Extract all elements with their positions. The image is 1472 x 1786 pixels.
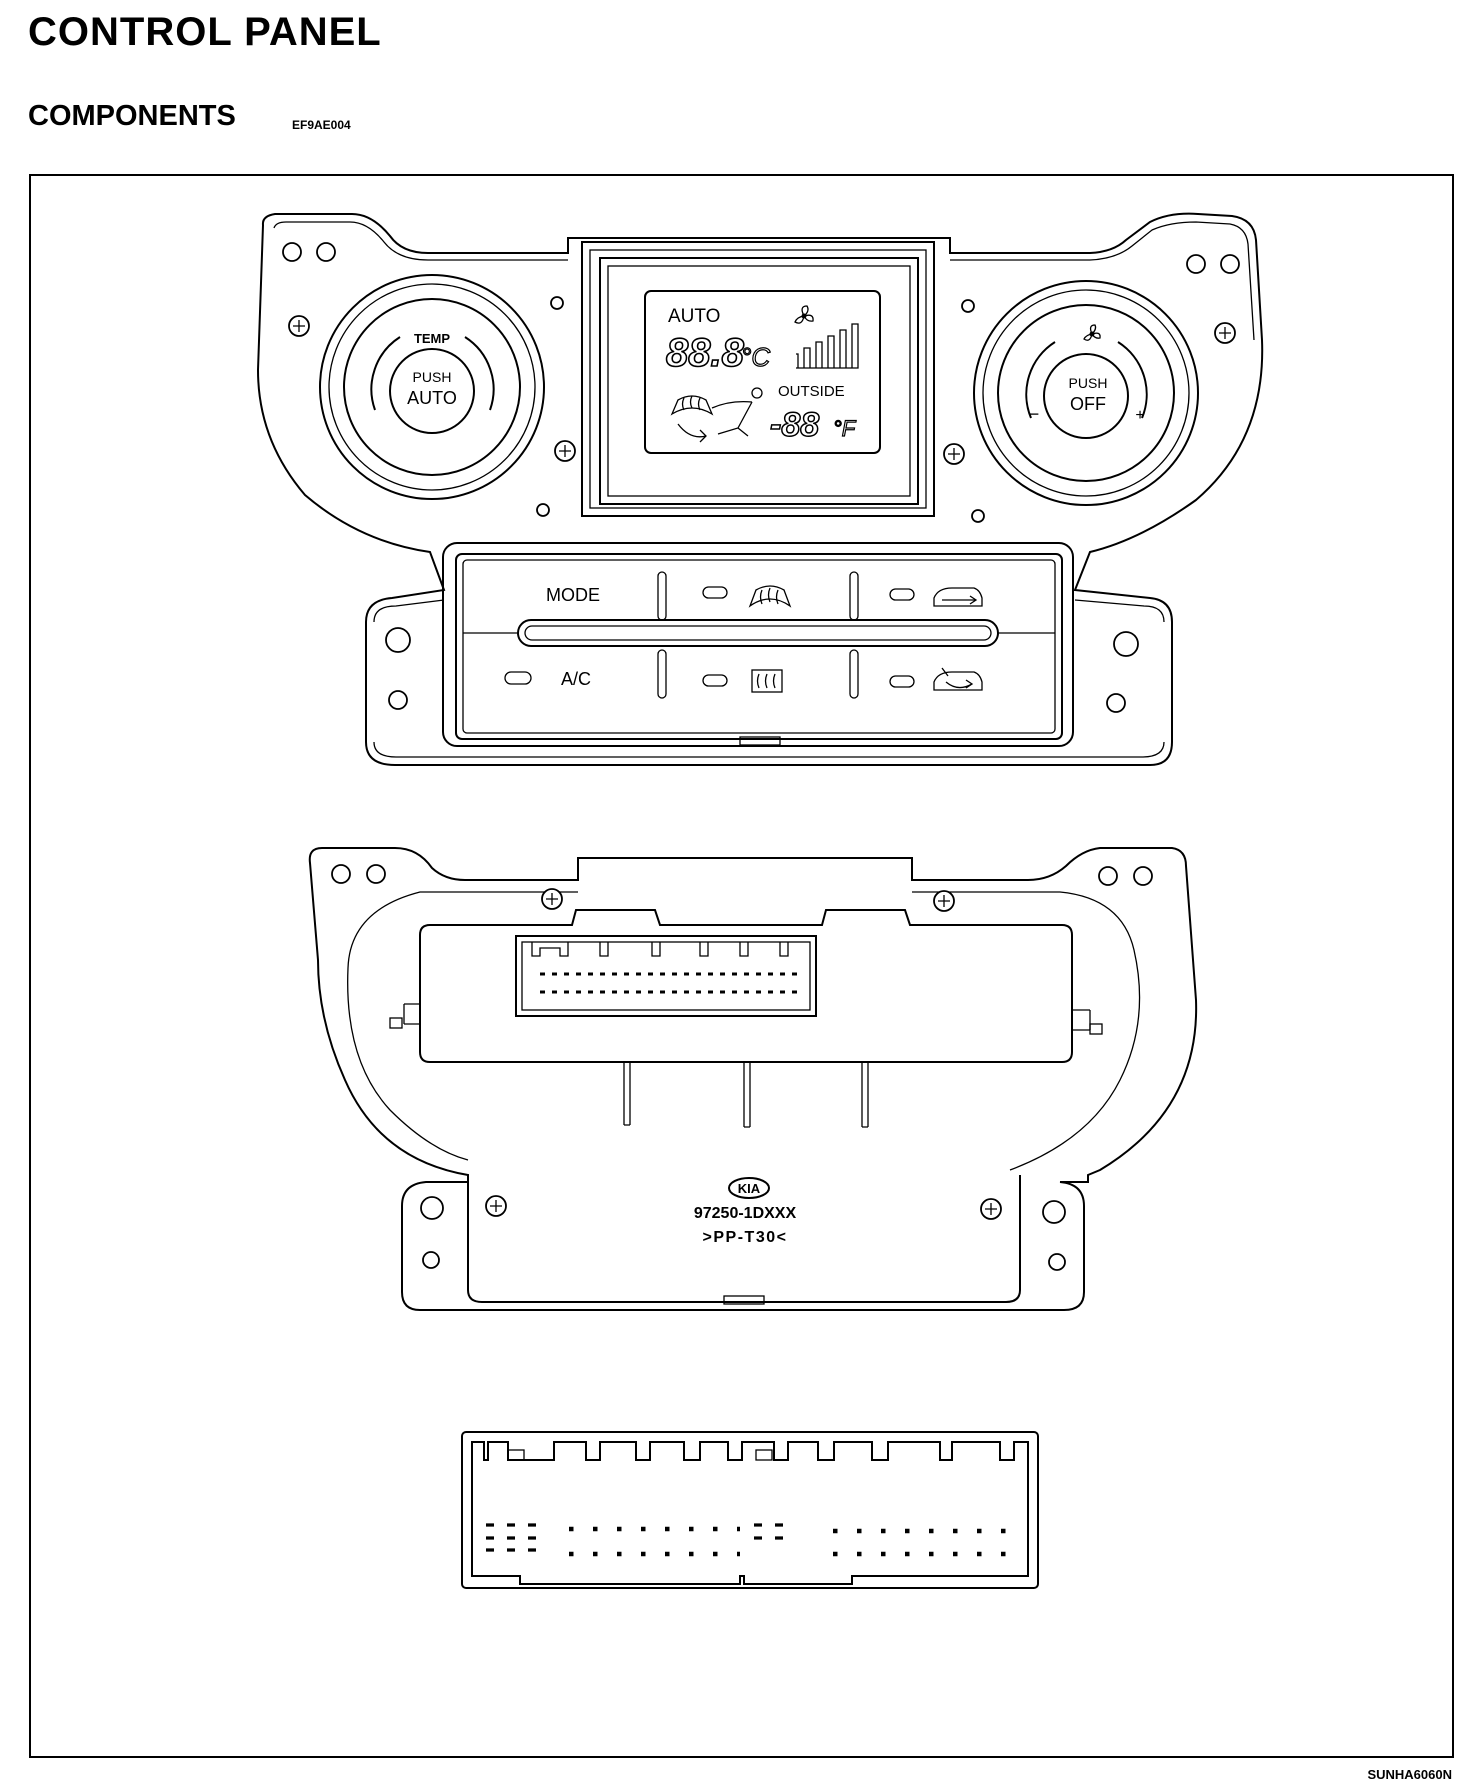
display-temp-digits: 88.8: [666, 331, 745, 375]
fan-speed-bars-icon: [796, 323, 859, 369]
display-auto: AUTO: [668, 306, 720, 327]
recirculation-button[interactable]: [889, 667, 983, 691]
seated-person-airflow-icon: [677, 387, 763, 443]
screw-icon: [288, 315, 310, 337]
display-outside-digits: -88: [770, 406, 819, 444]
pin-row-bottom: [486, 1536, 1007, 1557]
recirculation-icon: [933, 667, 983, 691]
button-separators: [657, 571, 859, 699]
temp-label: TEMP: [414, 331, 450, 346]
mount-hole: [282, 242, 302, 262]
mount-hole: [1098, 866, 1118, 886]
mount-hole: [422, 1251, 440, 1269]
mount-hole: [550, 296, 564, 310]
mount-hole: [1042, 1200, 1066, 1224]
front-panel-outline: [256, 212, 1264, 766]
windshield-defrost-icon: [670, 395, 714, 416]
mount-hole: [388, 690, 408, 710]
display-housing: [581, 241, 935, 517]
screw-icon: [541, 888, 563, 910]
mount-hole: [1220, 254, 1240, 274]
lcd-display: AUTO 88.8 °C OUTSIDE -88 °F: [644, 290, 881, 454]
screw-icon: [943, 443, 965, 465]
fresh-air-icon: [933, 587, 983, 607]
brand-text: KIA: [738, 1181, 761, 1196]
mount-hole: [1133, 866, 1153, 886]
mount-hole: [366, 864, 386, 884]
connector-detail: [461, 1431, 1039, 1589]
rear-panel: KIA 97250-1DXXX >PP-T30<: [308, 847, 1198, 1311]
mount-hole: [1113, 631, 1139, 657]
mount-hole: [971, 509, 985, 523]
fan-icon: [1083, 324, 1101, 341]
auto-label: AUTO: [407, 388, 457, 408]
screw-icon: [980, 1198, 1002, 1220]
button-block: [442, 542, 1074, 747]
mount-hole: [316, 242, 336, 262]
display-outside-unit: °F: [833, 416, 857, 441]
mode-button-label: MODE: [546, 585, 600, 605]
mount-hole: [420, 1196, 444, 1220]
fresh-air-button[interactable]: [889, 587, 983, 607]
mount-hole: [1186, 254, 1206, 274]
push-label: PUSH: [413, 369, 452, 385]
screw-icon: [933, 890, 955, 912]
rear-defrost-icon: [751, 669, 783, 693]
front-panel: TEMP PUSH AUTO PUSH OFF − +: [256, 212, 1264, 766]
ac-button-label: A/C: [561, 669, 591, 689]
off-label: OFF: [1070, 394, 1106, 414]
mount-hole: [385, 627, 411, 653]
mode-button[interactable]: MODE: [470, 566, 652, 618]
rear-defrost-button[interactable]: [702, 669, 783, 693]
indicator-led: [889, 675, 915, 688]
screw-icon: [485, 1195, 507, 1217]
mount-hole: [331, 864, 351, 884]
push-label: PUSH: [1069, 375, 1108, 391]
part-number: 97250-1DXXX: [694, 1205, 797, 1222]
fan-icon: [794, 305, 814, 324]
display-temp-unit: °C: [741, 342, 770, 372]
fan-knob[interactable]: PUSH OFF − +: [973, 280, 1199, 506]
temp-knob[interactable]: TEMP PUSH AUTO: [319, 274, 545, 500]
figure-frame: [29, 174, 1454, 1758]
screw-icon: [1214, 322, 1236, 344]
section-code: EF9AE004: [292, 118, 351, 132]
material-mark: >PP-T30<: [703, 1229, 788, 1246]
page-title: CONTROL PANEL: [28, 10, 382, 54]
front-defrost-button[interactable]: [702, 585, 792, 608]
screw-icon: [554, 440, 576, 462]
mount-hole: [1106, 693, 1126, 713]
display-outside: OUTSIDE: [778, 383, 845, 400]
indicator-led: [504, 671, 532, 685]
rear-connector: [515, 935, 817, 1017]
rear-panel-outline: [308, 847, 1198, 1311]
mount-hole: [961, 299, 975, 313]
terminal-pins: [623, 1062, 869, 1128]
kia-logo: KIA: [728, 1177, 770, 1199]
mount-hole: [536, 503, 550, 517]
section-title: COMPONENTS: [28, 100, 236, 132]
figure-code: SUNHA6060N: [1367, 1767, 1452, 1782]
mount-hole: [1048, 1253, 1066, 1271]
minus-label: −: [1029, 404, 1040, 424]
windshield-defrost-icon: [748, 585, 792, 608]
indicator-led: [702, 586, 728, 599]
plus-label: +: [1135, 407, 1144, 424]
ac-button[interactable]: A/C: [504, 669, 591, 689]
pin-row-top: [486, 1523, 1007, 1534]
indicator-led: [702, 674, 728, 687]
indicator-led: [889, 588, 915, 601]
